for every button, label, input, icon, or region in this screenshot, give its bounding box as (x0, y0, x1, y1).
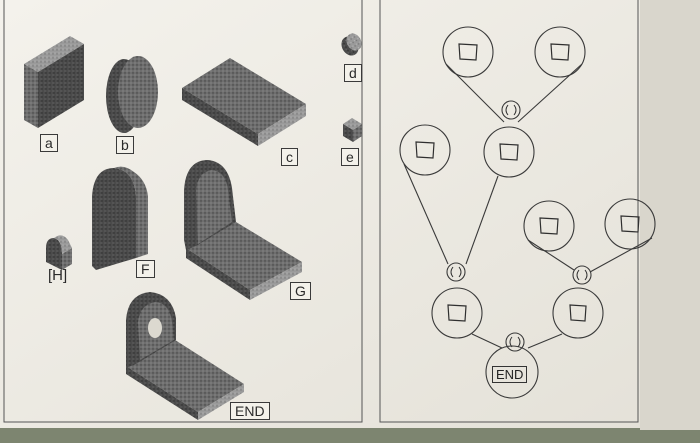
tree-diagram (399, 26, 656, 399)
label-b: b (116, 136, 134, 154)
label-c: c (281, 148, 298, 166)
tree-node-top-left (442, 26, 494, 78)
tree-box-symbols (415, 43, 640, 322)
label-h: [H] (48, 267, 68, 284)
tree-operator-2 (446, 262, 466, 282)
shape-h-small-arch-block (46, 235, 72, 270)
shape-b-disc (106, 56, 158, 133)
label-a: a (40, 134, 58, 152)
label-end-shape: END (230, 402, 270, 420)
shape-e-small-cube (343, 118, 362, 142)
label-d: d (344, 64, 362, 82)
left-panel-frame (3, 0, 363, 423)
tree-node-right-b (604, 198, 656, 250)
shape-a-square-slab (24, 36, 84, 128)
tree-node-mid-right (483, 126, 535, 178)
tree-operator-symbols (450, 104, 588, 348)
shape-g-arch-with-base (184, 160, 302, 300)
shape-end-arch-with-hole (126, 292, 244, 420)
tree-node-mid-left (399, 124, 451, 176)
shape-c-flat-slab (182, 58, 306, 146)
label-f: F (136, 260, 155, 278)
right-panel-frame (379, 0, 639, 423)
tree-node-right-a (523, 200, 575, 252)
tree-node-top-right (534, 26, 586, 78)
tree-operator-1 (501, 100, 521, 120)
tree-operator-3 (572, 265, 592, 285)
bottom-bezel (0, 428, 700, 443)
shape-d-small-cylinder (341, 33, 362, 56)
tree-node-low-right (552, 287, 604, 339)
tree-end-label: END (492, 366, 528, 383)
tree-node-end (485, 345, 539, 399)
tree-node-low-left (431, 287, 483, 339)
label-e: e (341, 148, 359, 166)
label-g: G (290, 282, 311, 300)
shape-f-arch-slab (92, 166, 148, 270)
tree-operator-4 (505, 332, 525, 352)
